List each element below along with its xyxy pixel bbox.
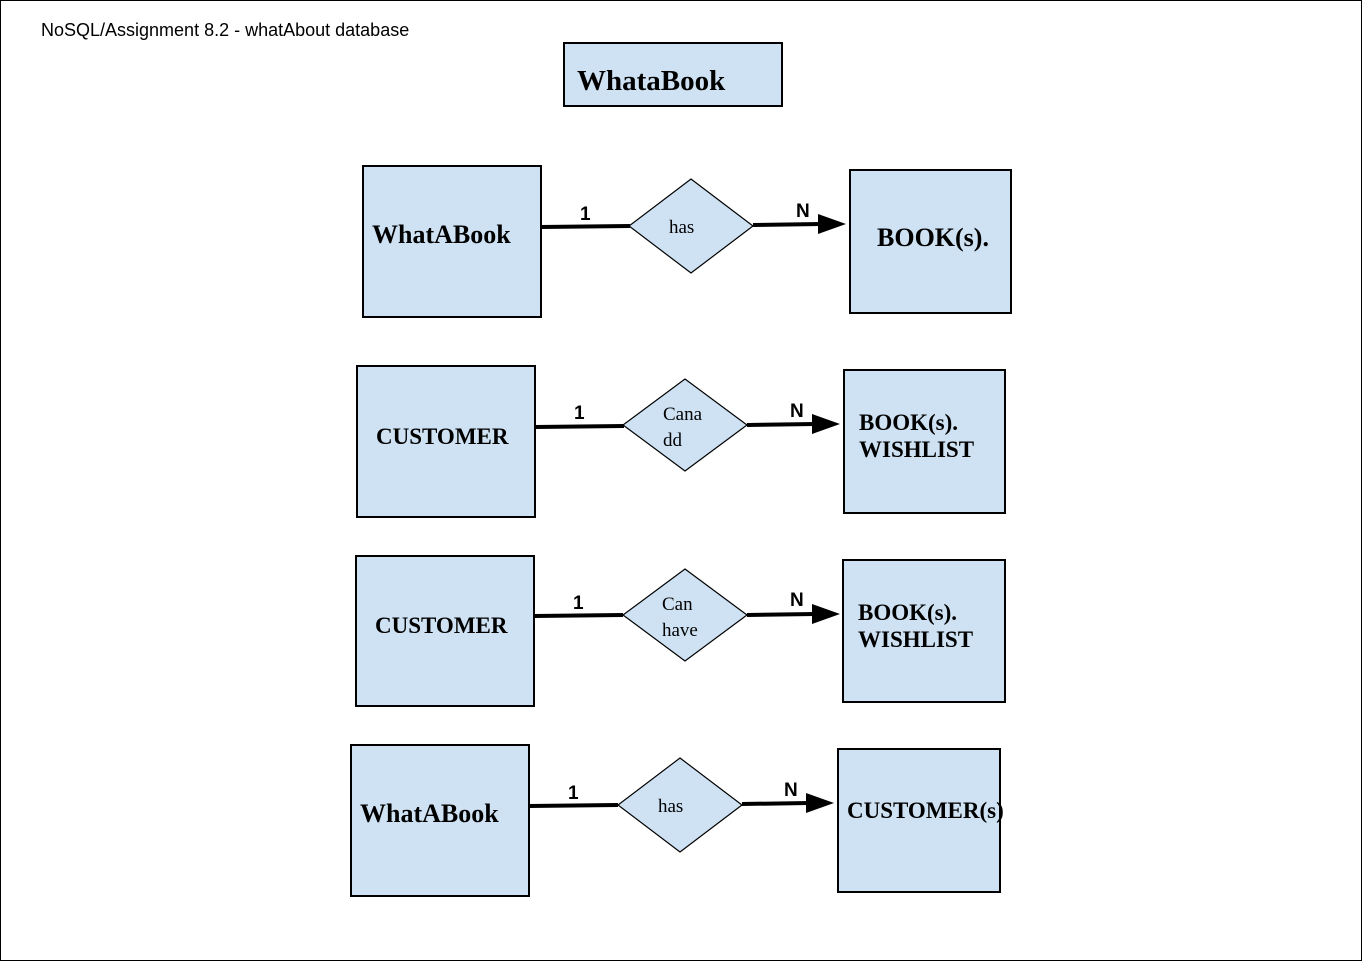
right-cardinality: N — [790, 401, 804, 422]
left-cardinality: 1 — [574, 403, 585, 424]
right-entity-label: BOOK(s). WISHLIST — [858, 600, 973, 652]
right-cardinality: N — [790, 590, 804, 611]
right-connector — [746, 422, 816, 427]
left-connector — [540, 224, 631, 229]
left-entity-line: CUSTOMER — [376, 424, 509, 449]
right-entity-line: BOOK(s). — [858, 600, 957, 625]
right-cardinality: N — [784, 780, 798, 801]
left-entity-box — [362, 165, 542, 318]
left-entity-label: CUSTOMER — [376, 424, 509, 449]
left-cardinality: 1 — [573, 593, 584, 614]
right-entity-line: CUSTOMER(s) — [847, 798, 1004, 823]
right-entity-box — [849, 169, 1012, 314]
right-entity-line: WISHLIST — [858, 627, 973, 652]
relationship-line: has — [658, 796, 683, 817]
right-entity-box — [843, 369, 1006, 514]
left-cardinality: 1 — [568, 783, 579, 804]
relationship-row-4: WhatABook 1 has N CUSTOMER(s) — [350, 744, 1004, 897]
right-entity-box — [842, 559, 1006, 703]
arrowhead-icon — [818, 214, 846, 234]
relationship-row-2: CUSTOMER 1 Cana dd N BOOK(s). WISHLIST — [356, 365, 1006, 518]
relationship-label: Cana dd — [663, 404, 707, 451]
left-connector — [528, 803, 619, 808]
relationship-line: dd — [663, 430, 683, 451]
relationship-row-1: WhatABook 1 has N BOOK(s). — [362, 165, 1012, 318]
relationship-row-3: CUSTOMER 1 Can have N BOOK(s). WISHLIST — [355, 555, 1006, 707]
right-connector — [752, 222, 822, 227]
left-entity-line: WhatABook — [360, 799, 499, 828]
relationship-diamond — [628, 178, 754, 274]
arrowhead-icon — [806, 793, 834, 813]
right-entity-label: BOOK(s). WISHLIST — [859, 410, 974, 462]
relationship-diamond — [621, 568, 749, 662]
left-entity-line: WhatABook — [372, 220, 511, 249]
relationship-line: has — [669, 217, 694, 238]
right-entity-line: BOOK(s). — [859, 410, 958, 435]
header-box — [563, 42, 783, 107]
left-connector — [534, 424, 625, 429]
right-connector — [741, 801, 810, 806]
right-entity-box — [837, 748, 1001, 893]
right-entity-line: BOOK(s). — [877, 223, 989, 252]
left-cardinality: 1 — [580, 204, 591, 225]
right-cardinality: N — [796, 201, 810, 222]
relationship-label: has — [658, 796, 683, 817]
relationship-diamond — [617, 757, 743, 853]
relationship-label: has — [669, 217, 694, 238]
left-entity-label: WhatABook — [360, 799, 499, 828]
arrowhead-icon — [812, 604, 840, 624]
right-entity-label: BOOK(s). — [877, 223, 989, 252]
right-connector — [746, 612, 816, 617]
left-entity-label: CUSTOMER — [375, 613, 508, 638]
relationship-line: have — [662, 620, 698, 641]
right-entity-label: CUSTOMER(s) — [847, 798, 1004, 823]
document-title: NoSQL/Assignment 8.2 - whatAbout databas… — [41, 20, 410, 40]
left-entity-box — [356, 365, 536, 518]
left-entity-box — [355, 555, 535, 707]
relationship-line: Can — [662, 594, 693, 615]
left-entity-label: WhatABook — [372, 220, 511, 249]
left-connector — [533, 613, 624, 618]
right-entity-line: WISHLIST — [859, 437, 974, 462]
relationship-diamond — [621, 378, 749, 472]
relationship-label: Can have — [662, 594, 698, 641]
arrowhead-icon — [812, 414, 840, 434]
left-entity-line: CUSTOMER — [375, 613, 508, 638]
relationship-line: Cana — [663, 404, 703, 425]
header-label: WhataBook — [577, 65, 726, 97]
header-entity: WhataBook — [563, 42, 783, 107]
left-entity-box — [350, 744, 530, 897]
